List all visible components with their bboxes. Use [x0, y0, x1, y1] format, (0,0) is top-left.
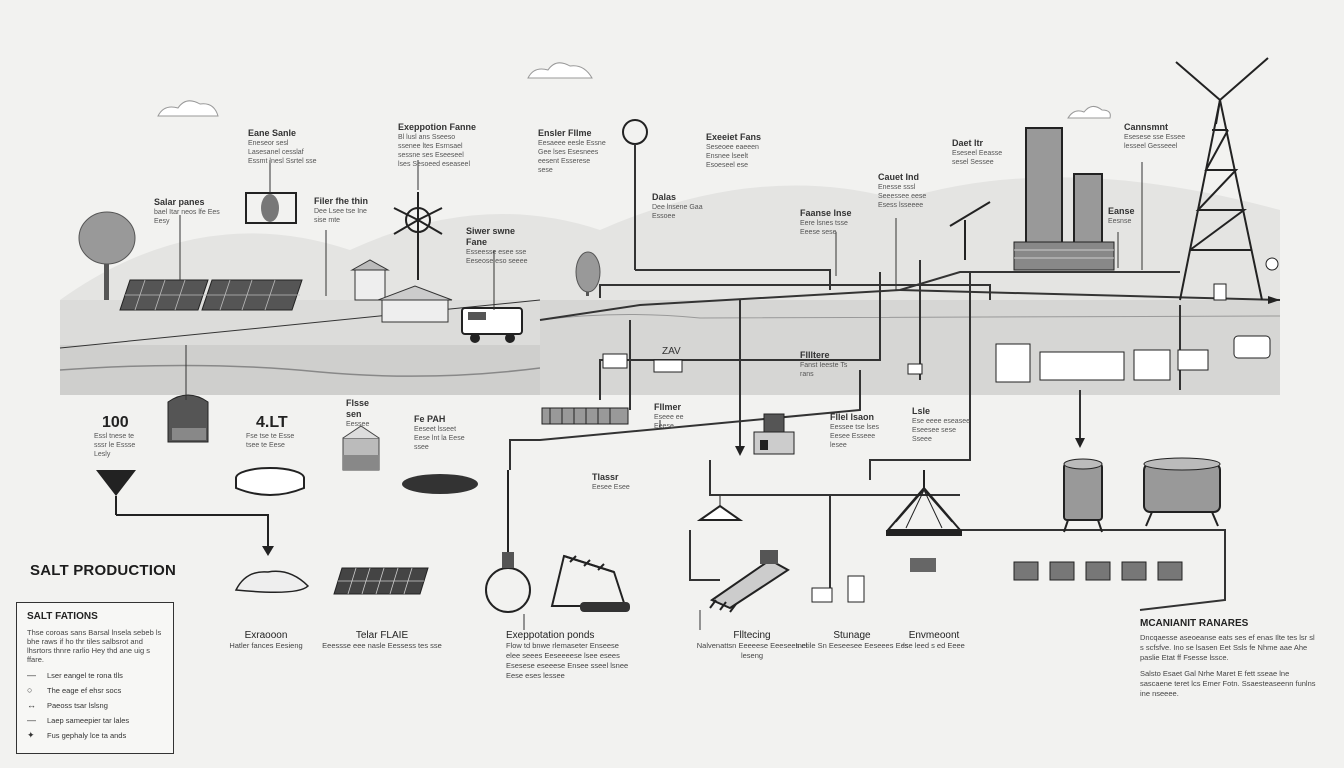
- stage-value: 100: [102, 414, 129, 431]
- filter-unit-icon: [245, 192, 297, 224]
- truck-icon: [461, 307, 523, 343]
- evaporation-grid-icon: [333, 567, 429, 595]
- tree-icon: [78, 211, 136, 300]
- control-box-icon: [602, 353, 628, 369]
- hopper-icon: [696, 504, 744, 521]
- line-icon: —: [27, 715, 36, 725]
- salt-pile-icon: [234, 570, 310, 593]
- mechanical-note: MCANIANIT RANARES Dncqaesse aseoeanse ea…: [1140, 618, 1320, 699]
- house-icon: [350, 259, 453, 323]
- stage-value: ZAV: [662, 346, 681, 357]
- arrow-icon: ↔: [27, 700, 36, 710]
- sphere-icon: [622, 119, 648, 145]
- mechanical-extra: Salsto Esaet Gal Nrhe Maret E fett sseae…: [1140, 669, 1316, 698]
- wind-turbine-icon: [1175, 57, 1269, 301]
- storage-tank-icon: [1143, 457, 1221, 527]
- pump-house-icon: [753, 413, 795, 455]
- storage-box-icon: [811, 587, 833, 603]
- legend-item: —Laep sameepier tar lales: [27, 715, 130, 725]
- gauge-icon: [910, 558, 936, 572]
- cloud-icon: [1067, 106, 1111, 119]
- ball-valve-icon: [485, 470, 531, 613]
- pipe-network: [509, 260, 1281, 611]
- funnel-icon: [96, 470, 136, 515]
- windmill-icon: [393, 192, 443, 280]
- filtering-machine-icon: [709, 550, 790, 613]
- control-box-icon: [653, 359, 683, 373]
- circle-icon: ○: [27, 685, 33, 695]
- storage-tank-icon: [1063, 458, 1103, 533]
- cloud-icon: [157, 100, 219, 117]
- legend-item: ↔Paeoss tsar lslsng: [27, 700, 108, 710]
- diagram-title: SALT PRODUCTION: [30, 562, 177, 579]
- pond-icon: [402, 474, 478, 494]
- line-icon: —: [27, 670, 36, 680]
- cloud-icon: [527, 62, 593, 79]
- conveyor-icon: [550, 554, 630, 612]
- mechanical-description: Dncqaesse aseoeanse eats ses ef enas Ilt…: [1140, 633, 1315, 662]
- legend-box: SALT FATIONS Thse coroas sans Barsal lns…: [16, 602, 174, 754]
- antenna-icon: [949, 201, 991, 260]
- ground-band-right: [540, 300, 1280, 395]
- tank-icon: [342, 425, 380, 471]
- crystallizer-icon: [885, 470, 963, 536]
- storage-bin-icon: [167, 394, 209, 443]
- legend-item: ○The eage ef ehsr socs: [27, 685, 122, 695]
- control-panel-row: [995, 335, 1271, 383]
- storage-box-icon: [847, 575, 865, 603]
- barrel-row: [1013, 561, 1183, 581]
- stage-value-note: Essl tnese te sssr le Essse Lesly: [94, 433, 136, 458]
- stage-value-note: Fse tse te Esse tsee te Eese: [246, 433, 295, 449]
- star-icon: ✦: [27, 730, 35, 740]
- solar-panel-icon: [119, 279, 303, 311]
- mechanical-title: MCANIANIT RANARES: [1140, 618, 1249, 629]
- tree-icon: [575, 251, 601, 296]
- factory-silo-icon: [1013, 127, 1115, 271]
- legend-description: Thse coroas sans Barsal lnsela sebeb ls …: [27, 628, 162, 664]
- legend-title: SALT FATIONS: [27, 611, 98, 622]
- legend-item: ✦Fus gephaly lce ta ands: [27, 730, 127, 740]
- legend-item: —Lser eangel te rona tlls: [27, 670, 123, 680]
- filter-rack-icon: [541, 407, 629, 425]
- stage-value: 4.LT: [256, 414, 288, 431]
